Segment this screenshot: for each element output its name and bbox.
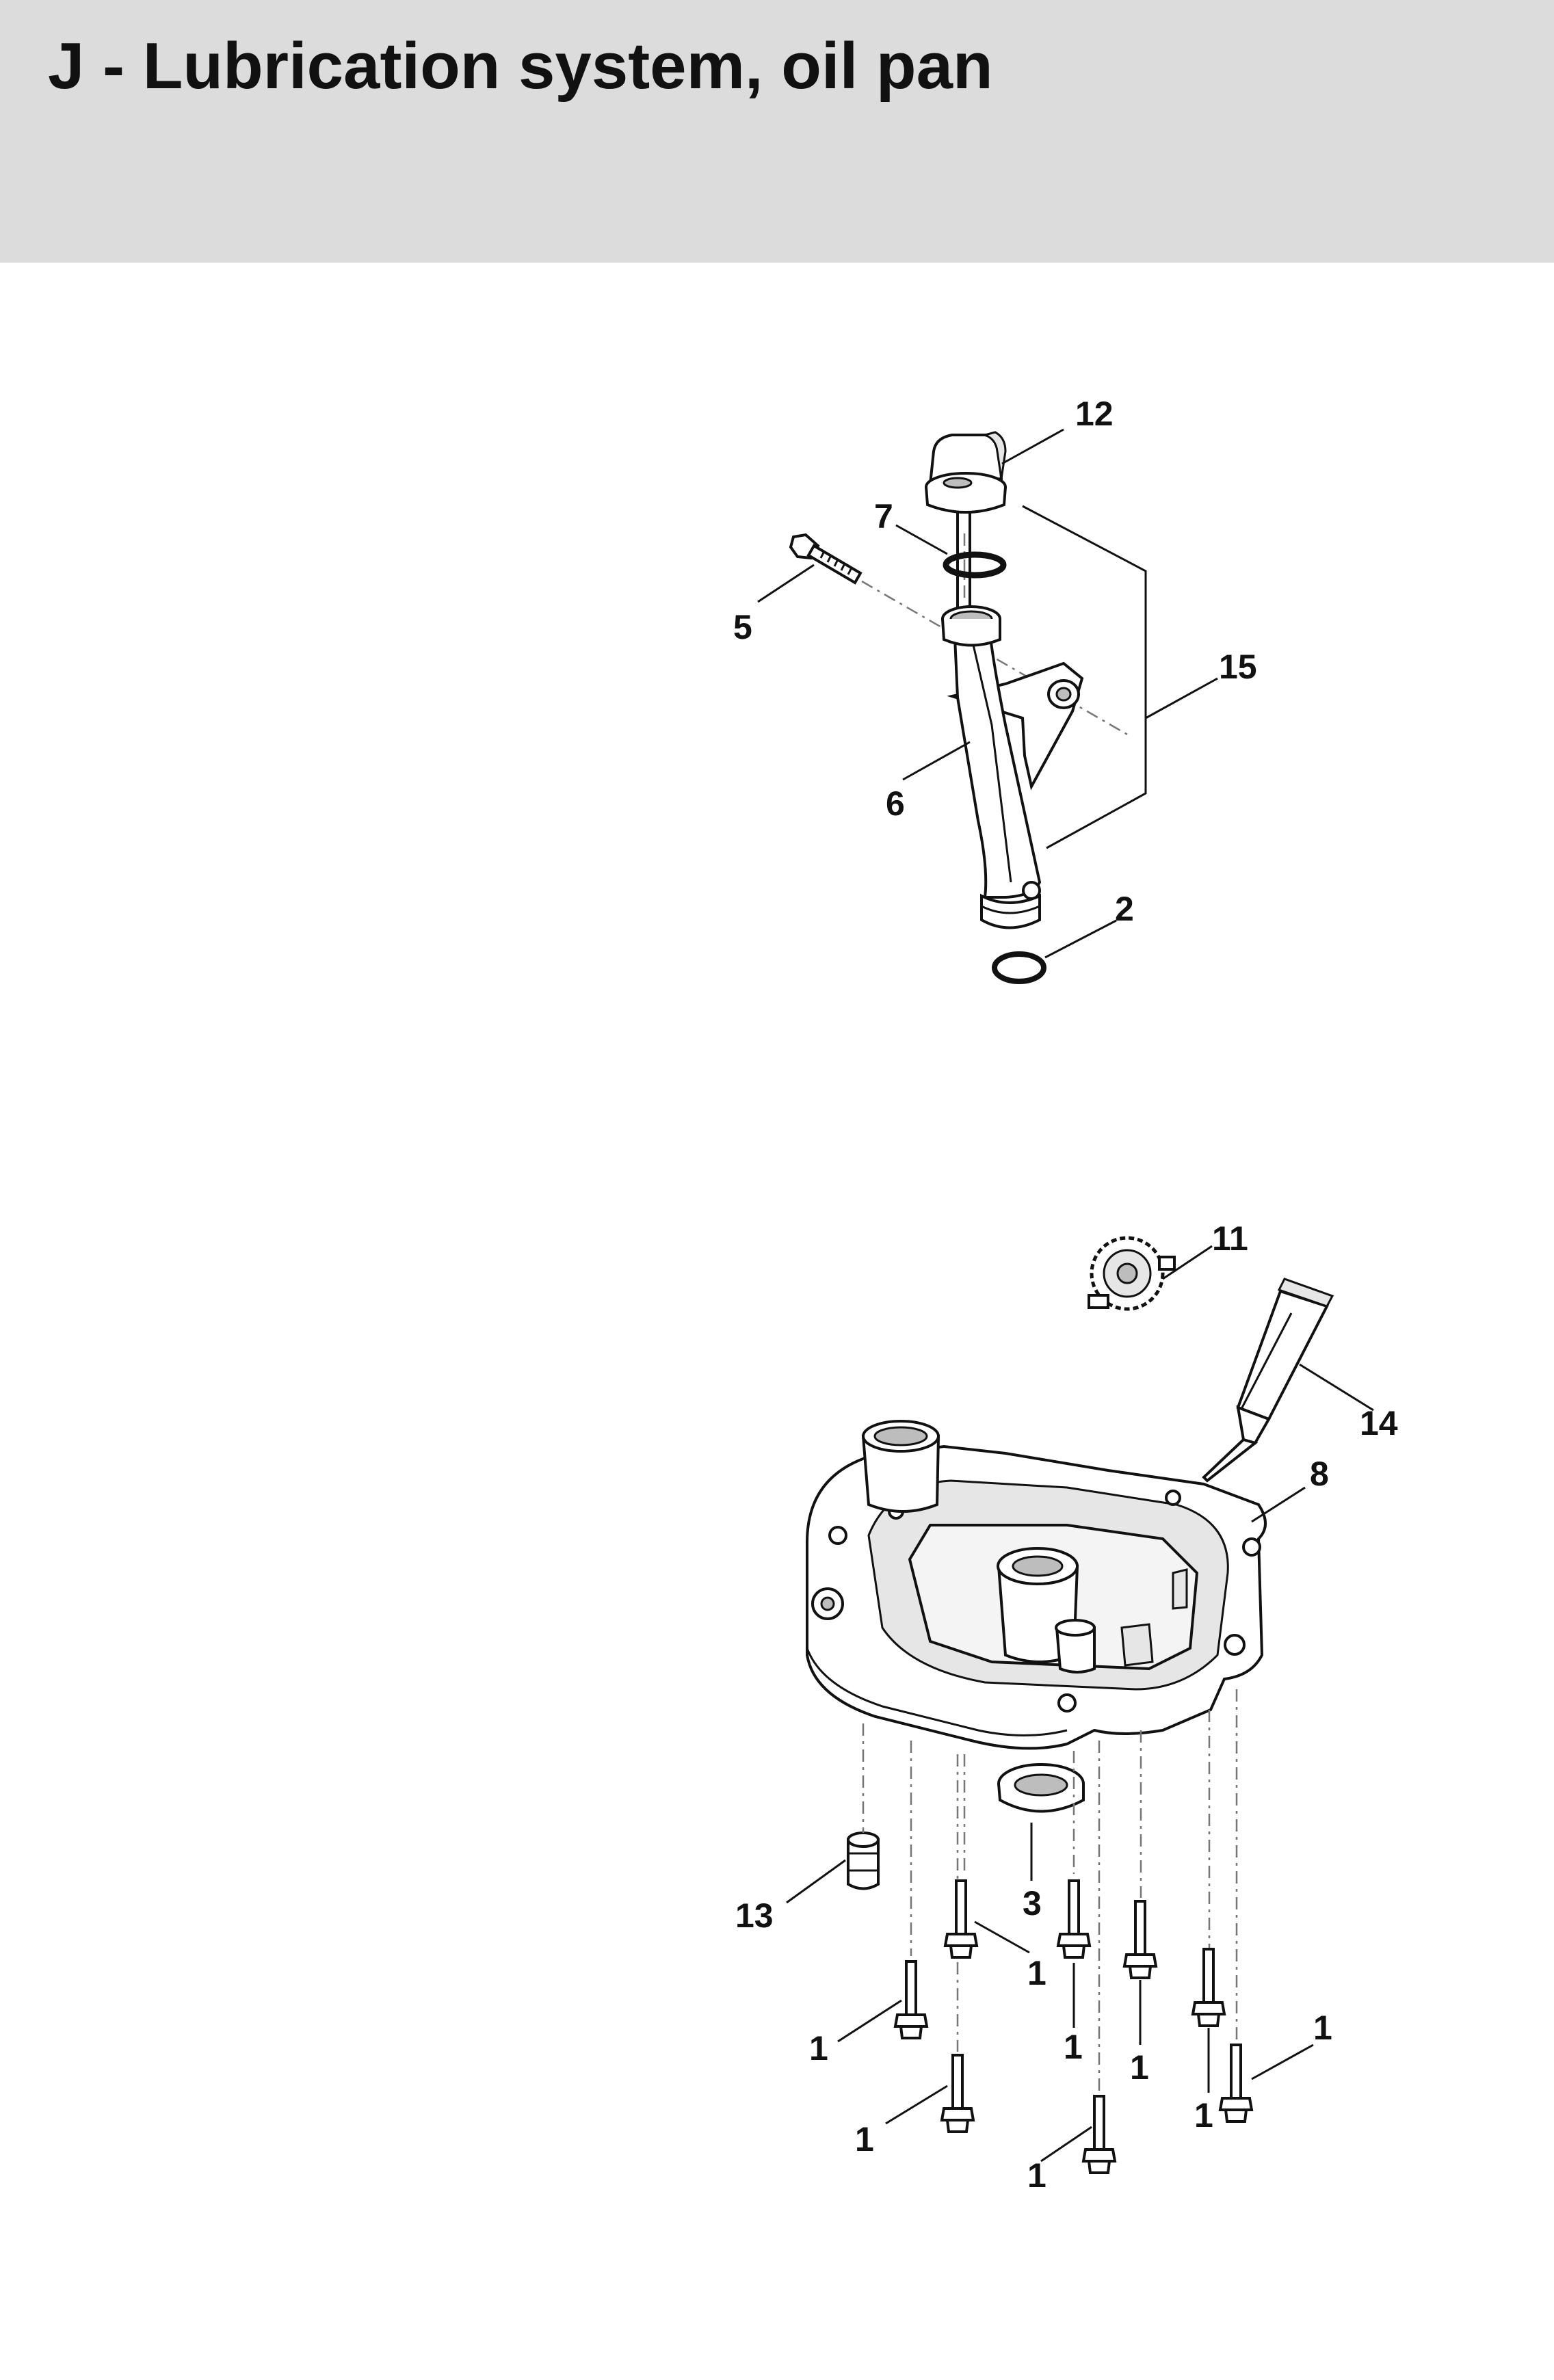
- callout-1c: 1: [1130, 2048, 1149, 2087]
- leader-14: [1299, 1363, 1374, 1412]
- dipstick-cap-part: [925, 431, 1007, 514]
- leader-bracket-15: [1022, 505, 1147, 849]
- callout-12: 12: [1075, 395, 1114, 433]
- leader-1f: [885, 2085, 948, 2125]
- callout-1a: 1: [1027, 1954, 1046, 1992]
- leader-8: [1251, 1486, 1306, 1523]
- header-band: [0, 0, 1554, 263]
- bolt-5-part: [789, 533, 862, 585]
- callout-1f: 1: [855, 2120, 874, 2158]
- dipstick-rod-part: [956, 513, 971, 619]
- o-ring-2-part: [992, 951, 1046, 984]
- callout-14: 14: [1360, 1404, 1398, 1442]
- callout-8: 8: [1310, 1455, 1329, 1493]
- callout-2: 2: [1115, 890, 1134, 928]
- leader-15: [1145, 677, 1218, 719]
- callout-6: 6: [886, 784, 905, 823]
- sealant-tube-part: [1202, 1278, 1334, 1483]
- callout-1e: 1: [1194, 2096, 1213, 2134]
- leader-2: [1044, 919, 1117, 959]
- screw-1b-part: [1056, 1879, 1092, 1959]
- callout-13: 13: [735, 1896, 774, 1935]
- oil-pan-part: [806, 1420, 1267, 1750]
- callout-15: 15: [1219, 648, 1257, 686]
- leader-7: [895, 524, 948, 555]
- page-title: J - Lubrication system, oil pan: [48, 29, 993, 103]
- leader-11: [1162, 1245, 1213, 1280]
- leader-6: [902, 741, 971, 781]
- leader-12: [1001, 428, 1064, 465]
- callout-5: 5: [733, 608, 752, 646]
- upper-assembly: 12 7 5 15 6 2: [733, 395, 1257, 984]
- callout-1b: 1: [1064, 2028, 1083, 2066]
- leader-5: [757, 564, 815, 603]
- callout-7: 7: [874, 497, 893, 536]
- screw-1c-part: [1122, 1900, 1158, 1979]
- screw-1g-part: [1218, 2044, 1254, 2123]
- leader-13: [786, 1859, 846, 1904]
- callout-3: 3: [1023, 1884, 1042, 1922]
- governor-gear-part: [1088, 1236, 1176, 1311]
- dowel-pin-part: [847, 1832, 880, 1890]
- leader-1a: [974, 1920, 1030, 1954]
- screw-1a-part: [943, 1879, 979, 1959]
- lower-assembly: 11 14 8 13 3 1 1 1 1 1 1 1 1: [735, 1219, 1398, 2195]
- screw-1f-part: [940, 2054, 975, 2133]
- callout-1d: 1: [809, 2029, 828, 2067]
- leader-1d: [837, 1999, 902, 2043]
- leader-1g: [1251, 2044, 1314, 2080]
- callout-1h: 1: [1027, 2156, 1046, 2195]
- screw-1d-part: [893, 1960, 929, 2039]
- filler-tube-part: [941, 605, 1084, 929]
- screw-1e-part: [1191, 1948, 1226, 2027]
- callout-11: 11: [1212, 1219, 1248, 1258]
- callout-1g: 1: [1313, 2009, 1332, 2047]
- o-ring-7-part: [943, 551, 1007, 579]
- leader-1h: [1040, 2126, 1092, 2163]
- oil-seal-part: [997, 1763, 1085, 1813]
- screw-1h-part: [1081, 2095, 1117, 2174]
